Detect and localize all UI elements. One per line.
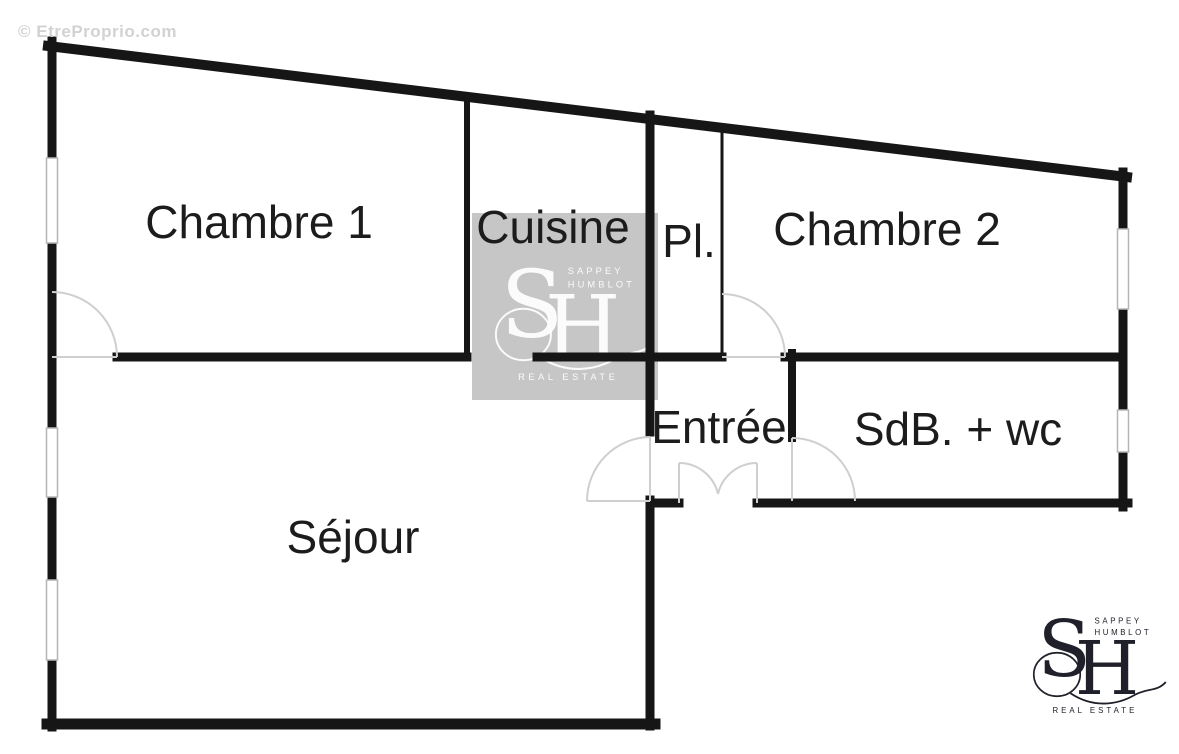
copyright-watermark: © EtreProprio.com	[18, 22, 177, 41]
doors	[51, 291, 856, 503]
room-label-placard: Pl.	[662, 215, 716, 267]
door-chambre-2	[721, 293, 786, 358]
window-left-1	[45, 157, 59, 244]
window-left-2	[45, 427, 59, 498]
room-label-cuisine: Cuisine	[476, 201, 630, 253]
room-label-sdb-wc: SdB. + wc	[853, 403, 1063, 455]
door-entrance-double	[678, 462, 758, 503]
window-right-1	[1116, 228, 1130, 310]
windows	[45, 157, 1130, 661]
door-bathroom	[791, 437, 856, 502]
wall-main	[47, 36, 1133, 732]
room-label-entree: Entrée	[651, 401, 787, 453]
door-chambre-1	[51, 291, 118, 358]
room-label-sejour: Séjour	[286, 511, 420, 563]
wall-top-sloped	[42, 40, 1133, 183]
door-sejour	[586, 436, 651, 502]
room-label-chambre-2: Chambre 2	[773, 203, 1001, 255]
walls	[41, 36, 1133, 732]
room-label-chambre-1: Chambre 1	[145, 196, 373, 248]
window-right-2	[1116, 409, 1130, 453]
agency-logo	[1018, 598, 1168, 718]
window-left-3	[45, 579, 59, 661]
